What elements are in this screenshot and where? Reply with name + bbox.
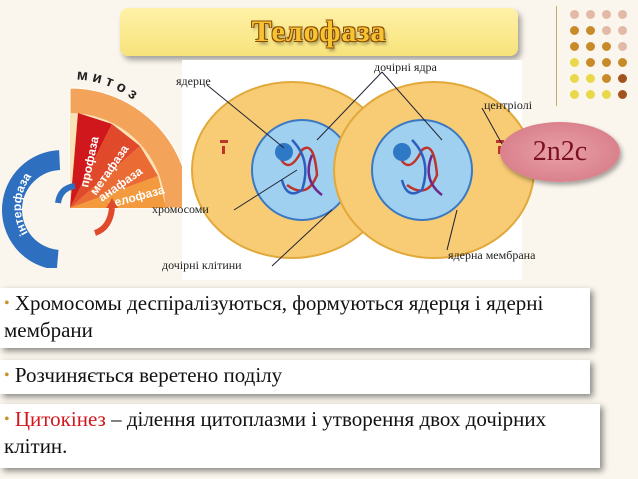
bullet-cytokinesis: • Цитокінез – ділення цитоплазми і утвор… (0, 404, 600, 468)
daughter-cell-left (191, 81, 393, 259)
prophase-sector (70, 113, 112, 208)
title-banner: Телофаза (120, 8, 518, 56)
ploidy-badge: 2n2c (500, 122, 620, 182)
page-title: Телофаза (251, 15, 387, 48)
label-centrioles: центріолі (484, 98, 533, 112)
bullet-spindle-dissolves: • Розчиняється веретено поділу (0, 360, 590, 394)
label-nucleolus: ядерце (176, 74, 211, 88)
label-chromosomes: хромосоми (152, 202, 209, 216)
daughter-cell-right (333, 81, 535, 259)
bullet-marker-icon: • (4, 367, 10, 384)
telophase-cell-diagram (182, 60, 535, 280)
label-nuclear-membrane: ядерна мембрана (448, 248, 536, 262)
cell-cycle-diagram: м и т о з профаза метафаза анафаза телоф… (2, 66, 191, 268)
bullet-marker-icon: • (4, 295, 10, 312)
interphase-ring (2, 150, 122, 268)
metaphase-sector (70, 124, 140, 208)
telophase-sector (70, 176, 166, 208)
centrioles (220, 140, 504, 154)
cycle-arrow-icon (55, 183, 76, 204)
anaphase-sector (70, 146, 158, 208)
bullet-marker-icon: • (4, 411, 10, 428)
label-daughter-nuclei: дочірні ядра (374, 60, 437, 74)
decorative-dots (556, 6, 636, 106)
nucleolus (275, 143, 293, 161)
cytokinesis-term: Цитокінез (14, 407, 106, 431)
bullet-chromosomes-despiralize: • Хромосомы деспіралізуються, формуються… (0, 288, 590, 348)
label-daughter-cells: дочірні клітини (162, 258, 242, 272)
bullet-text-2: Розчиняється веретено поділу (14, 363, 283, 387)
bullet-text-1: Хромосомы деспіралізуються, формуються я… (4, 291, 544, 342)
bullet-text-3: – ділення цитоплазми і утворення двох до… (4, 407, 547, 458)
